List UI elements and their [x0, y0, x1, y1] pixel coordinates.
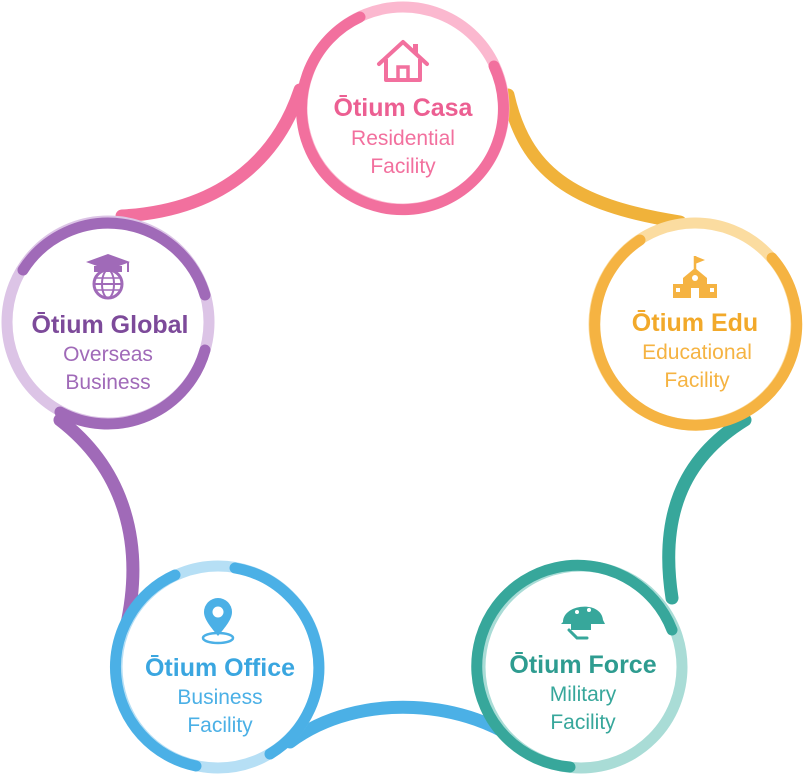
- global-title: Ōtium Global: [32, 311, 189, 339]
- casa-line2: Facility: [370, 155, 436, 178]
- house-icon: [377, 40, 429, 82]
- office-title: Ōtium Office: [145, 654, 295, 682]
- node-icons: [86, 40, 717, 645]
- node-force: [471, 559, 688, 774]
- edu-line2: Facility: [664, 369, 730, 392]
- node-office-ring: [229, 562, 325, 760]
- casa-line1: Residential: [351, 127, 455, 150]
- connector-office-global: [53, 413, 140, 635]
- connector-casa-edu: [501, 88, 687, 229]
- force-line1: Military: [550, 683, 617, 706]
- node-global: [1, 215, 215, 430]
- location-pin-icon: [201, 598, 235, 645]
- node-edu-ring: [589, 234, 803, 431]
- edu-title: Ōtium Edu: [632, 309, 758, 337]
- global-line2: Business: [65, 371, 150, 394]
- node-office-ring-left: [109, 569, 202, 772]
- node-edu: [588, 217, 803, 431]
- node-force-ring: [471, 559, 678, 773]
- connector-edu-force: [662, 413, 752, 605]
- edu-line1: Educational: [642, 341, 752, 364]
- node-global-ring-bottom: [54, 344, 211, 430]
- helmet-icon: [561, 606, 605, 640]
- global-line1: Overseas: [63, 343, 153, 366]
- node-casa: [295, 1, 510, 216]
- office-line2: Facility: [187, 714, 253, 737]
- force-title: Ōtium Force: [509, 651, 656, 679]
- node-labels: Ōtium Casa Residential Facility Ōtium Ed…: [32, 94, 759, 737]
- node-casa-ring: [295, 11, 509, 216]
- office-line1: Business: [177, 686, 262, 709]
- casa-title: Ōtium Casa: [334, 94, 474, 122]
- node-global-ring: [17, 217, 211, 301]
- force-line2: Facility: [550, 711, 616, 734]
- node-office: [109, 560, 325, 774]
- graduation-globe-icon: [86, 254, 130, 300]
- connector-global-casa: [115, 83, 307, 223]
- school-icon: [673, 256, 717, 298]
